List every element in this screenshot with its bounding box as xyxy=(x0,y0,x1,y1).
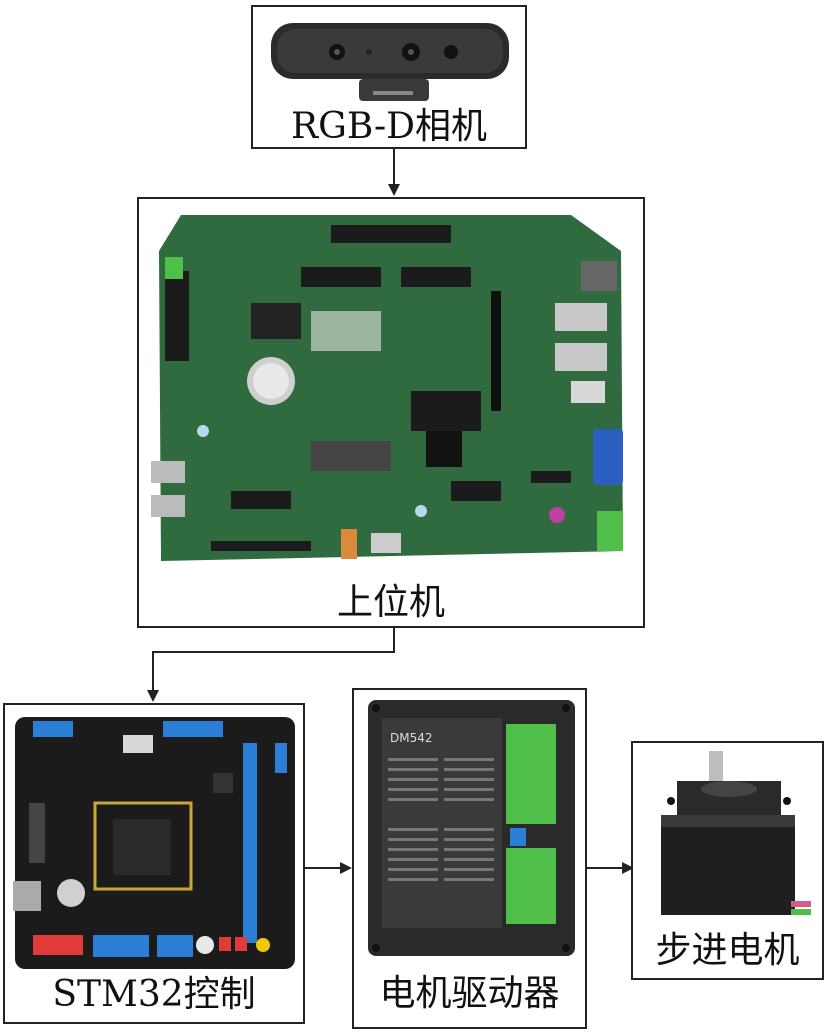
driver-box: DM542 电机驱动器 xyxy=(352,688,587,1029)
camera-box: RGB-D相机 xyxy=(251,5,527,149)
motor-label: 步进电机 xyxy=(655,930,800,971)
camera-label: RGB-D相机 xyxy=(290,106,487,147)
motor-box: 步进电机 xyxy=(631,741,824,980)
arrow-host-to-stm32 xyxy=(147,627,395,702)
stepper-motor-image xyxy=(661,751,811,915)
motor-driver-image: DM542 xyxy=(368,700,575,956)
driver-model-text: DM542 xyxy=(390,731,433,745)
host-box: 上位机 xyxy=(137,197,645,628)
stm32-board-image xyxy=(13,717,295,969)
stm32-box: STM32控制 xyxy=(3,703,305,1024)
host-motherboard-image xyxy=(151,215,623,561)
host-label: 上位机 xyxy=(336,582,445,623)
driver-label: 电机驱动器 xyxy=(379,973,560,1014)
rgbd-camera-image xyxy=(271,23,509,101)
stm32-label: STM32控制 xyxy=(52,974,256,1015)
